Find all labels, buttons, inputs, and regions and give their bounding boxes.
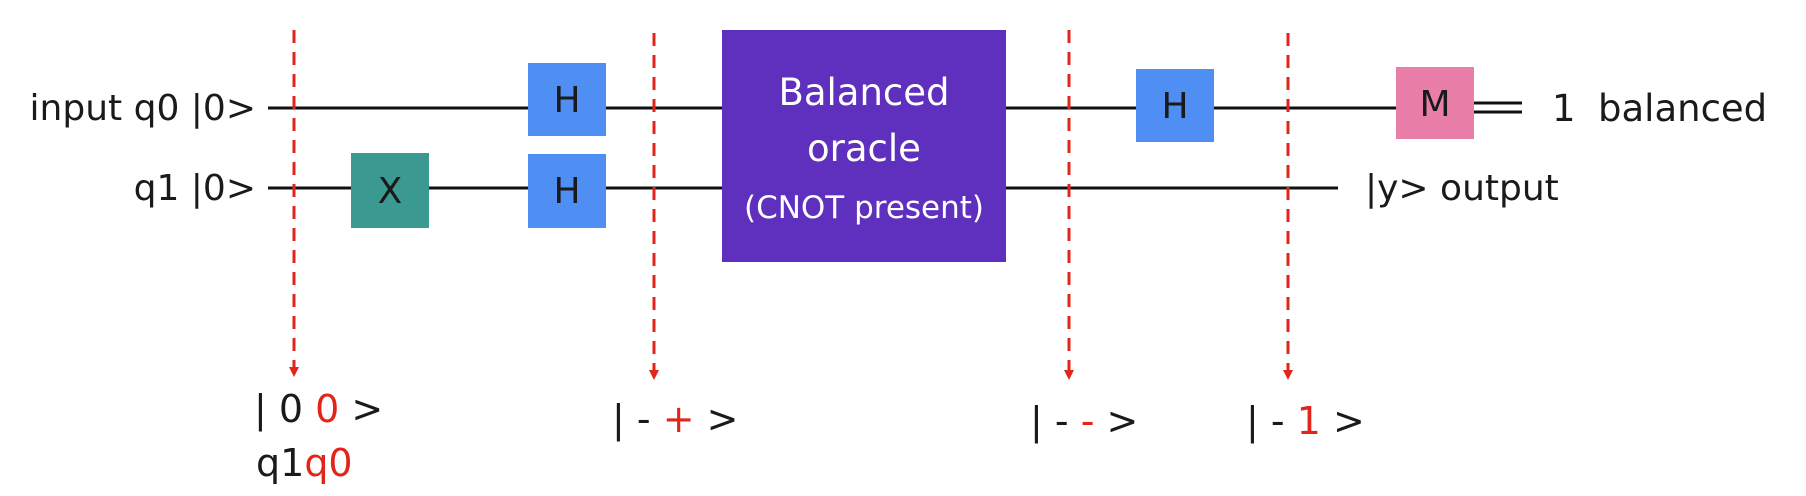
h-gate-q1-first: H <box>528 154 606 228</box>
state-4-suffix: > <box>1321 399 1365 443</box>
state-label-3: | - - > <box>1030 399 1138 444</box>
state-1-qubit-order: q1q0 <box>256 441 353 485</box>
state-1-suffix: > <box>339 387 383 431</box>
state-2-suffix: > <box>695 397 739 441</box>
oracle-title-line2: oracle <box>807 127 921 170</box>
h-gate-label: H <box>1161 86 1188 127</box>
measurement-result: 1 <box>1552 87 1576 130</box>
state-label-1: | 0 0 > <box>254 387 383 432</box>
state-3-highlight: - <box>1081 399 1095 443</box>
x-gate-q1: X <box>351 153 429 228</box>
state-label-4: | - 1 > <box>1246 399 1365 444</box>
state-4-prefix: | - <box>1246 399 1297 444</box>
state-3-suffix: > <box>1094 399 1138 443</box>
state-1-q0: q0 <box>304 441 352 485</box>
h-gate-q0-second: H <box>1136 69 1214 142</box>
state-2-highlight: + <box>663 397 695 441</box>
state-label-2: | - + > <box>612 397 738 442</box>
state-1-q1: q1 <box>256 441 304 485</box>
measure-gate-label: M <box>1419 84 1450 125</box>
state-4-highlight: 1 <box>1297 399 1321 443</box>
state-1-highlight: 0 <box>315 387 339 431</box>
x-gate-label: X <box>378 171 403 212</box>
h-gate-q0-first: H <box>528 63 606 136</box>
measurement-label: balanced <box>1598 87 1767 130</box>
state-3-prefix: | - <box>1030 399 1081 444</box>
measure-gate: M <box>1396 67 1474 139</box>
h-gate-label: H <box>553 171 580 212</box>
oracle-subtitle: (CNOT present) <box>744 190 984 226</box>
q1-label: q1 |0> <box>134 168 256 209</box>
oracle-title-line1: Balanced <box>778 71 949 114</box>
q1-output-label: |y> output <box>1365 168 1559 209</box>
q0-label: input q0 |0> <box>30 88 256 129</box>
state-2-prefix: | - <box>612 397 663 442</box>
balanced-oracle: Balanced oracle (CNOT present) <box>722 30 1006 262</box>
state-1-prefix: | 0 <box>254 387 315 432</box>
h-gate-label: H <box>553 80 580 121</box>
